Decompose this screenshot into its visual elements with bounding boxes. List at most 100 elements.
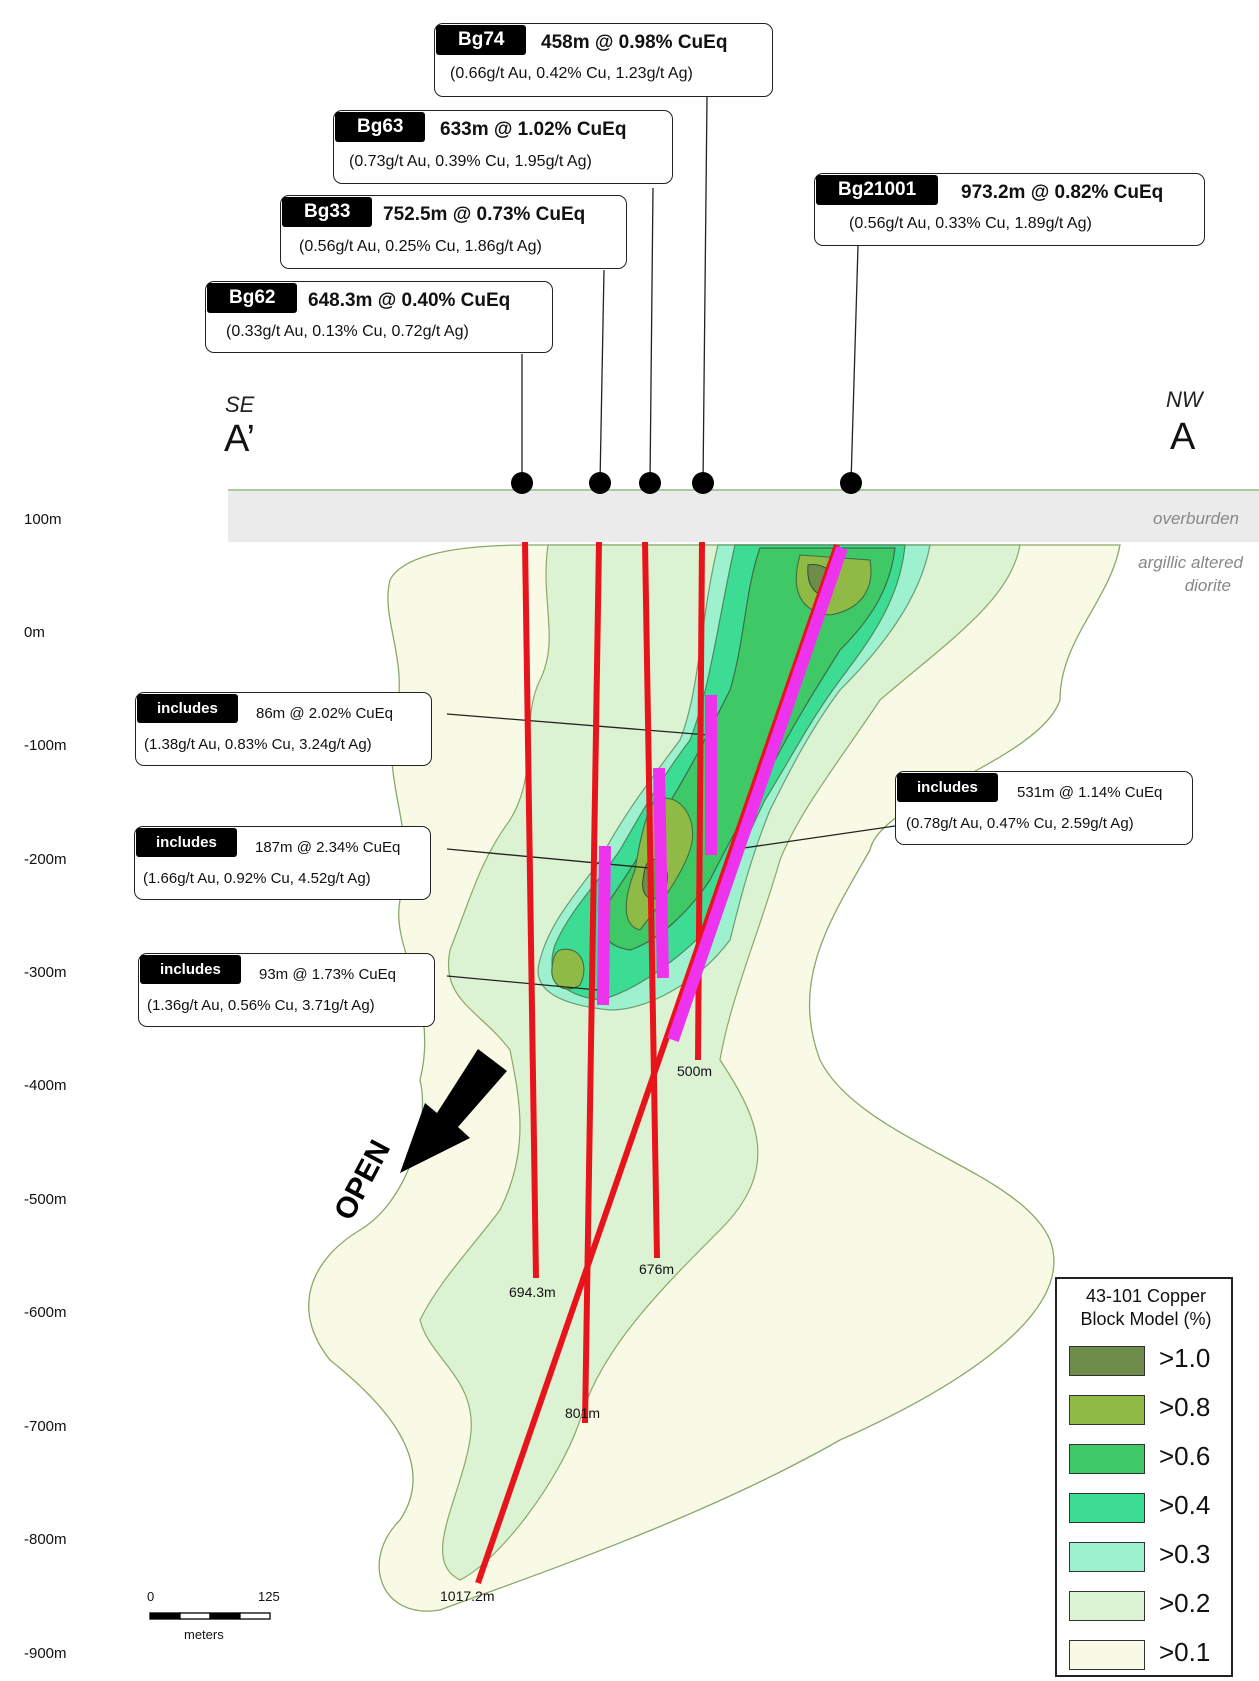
includes-headline-3: 93m @ 1.73% CuEq [259, 966, 396, 983]
leader-bg74 [702, 96, 708, 484]
nw-direction-label: NW [1166, 387, 1203, 412]
includes-tag-4: includes [897, 773, 998, 802]
headline-bg74: 458m @ 0.98% CuEq [541, 32, 728, 53]
shell-0-8 [551, 554, 872, 990]
callout-bg74: Bg74 458m @ 0.98% CuEq (0.66g/t Au, 0.42… [434, 23, 773, 97]
assay-bg33: (0.56g/t Au, 0.25% Cu, 1.86g/t Ag) [299, 238, 542, 255]
assay-bg21001: (0.56g/t Au, 0.33% Cu, 1.89g/t Ag) [849, 215, 1092, 232]
legend-label: >0.4 [1159, 1490, 1211, 1520]
trace-bg21001 [475, 544, 840, 1584]
collar-leaders [521, 96, 859, 484]
legend-item: >0.3 [1069, 1537, 1229, 1577]
legend-label: >0.2 [1159, 1588, 1211, 1618]
end-depth-bg33: 801m [565, 1405, 601, 1421]
leader-bg33 [599, 269, 605, 484]
legend-swatch [1069, 1591, 1145, 1621]
collar-bg21001 [840, 472, 862, 494]
legend-item: >0.6 [1069, 1439, 1229, 1479]
depth-tick: -200m [24, 851, 67, 868]
legend-title-line1: 43-101 Copper [1085, 1286, 1207, 1306]
collar-bg63 [639, 472, 661, 494]
assay-bg62: (0.33g/t Au, 0.13% Cu, 0.72g/t Ag) [226, 323, 469, 340]
depth-tick: -600m [24, 1304, 67, 1321]
host-rock-label-line2: diorite [1184, 576, 1231, 595]
legend-swatch [1069, 1542, 1145, 1572]
leader-bg21001 [850, 245, 859, 484]
depth-tick: -500m [24, 1191, 67, 1208]
overburden-label: overburden [1152, 509, 1239, 528]
assay-bg74: (0.66g/t Au, 0.42% Cu, 1.23g/t Ag) [450, 65, 693, 82]
grade-legend: 43-101 Copper Block Model (%) >1.0 >0.8 >0… [1055, 1277, 1233, 1677]
trace-bg62 [522, 541, 539, 1279]
hole-id-bg62: Bg62 [207, 283, 298, 313]
se-section-marker: A’ [224, 418, 255, 460]
legend-swatch [1069, 1493, 1145, 1523]
callout-bg33: Bg33 752.5m @ 0.73% CuEq (0.56g/t Au, 0.… [280, 195, 627, 269]
hole-id-bg21001: Bg21001 [816, 175, 939, 205]
legend-item: >0.2 [1069, 1586, 1229, 1626]
legend-item: >0.4 [1069, 1488, 1229, 1528]
end-depth-bg74: 500m [677, 1063, 713, 1079]
collar-bg62 [511, 472, 533, 494]
leader-incl-1 [446, 713, 709, 736]
depth-tick: -700m [24, 1418, 67, 1435]
includes-assay-3: (1.36g/t Au, 0.56% Cu, 3.71g/t Ag) [147, 997, 375, 1014]
trace-bg63 [642, 541, 660, 1259]
headline-bg33: 752.5m @ 0.73% CuEq [383, 204, 586, 225]
collar-bg74 [692, 472, 714, 494]
intercept-bg33 [597, 845, 611, 1006]
scale-bar [149, 1612, 271, 1620]
leader-bg63 [649, 187, 654, 484]
leader-incl-4 [729, 825, 896, 851]
open-arrow [400, 1049, 507, 1173]
depth-tick: 100m [24, 511, 62, 528]
callout-includes-3: includes 93m @ 1.73% CuEq (1.36g/t Au, 0… [138, 953, 435, 1027]
includes-headline-1: 86m @ 2.02% CuEq [256, 705, 393, 722]
includes-assay-1: (1.38g/t Au, 0.83% Cu, 3.24g/t Ag) [144, 736, 372, 753]
include-leaders [446, 713, 896, 991]
end-depth-bg21001: 1017.2m [440, 1588, 495, 1604]
host-rock-label-line1: argillic altered [1138, 553, 1243, 572]
callout-includes-1: includes 86m @ 2.02% CuEq (1.38g/t Au, 0… [135, 692, 432, 766]
collar-bg33 [589, 472, 611, 494]
legend-label: >0.6 [1159, 1441, 1211, 1471]
intercept-bg21001 [667, 546, 848, 1042]
scale-end-label: 125 [258, 1589, 280, 1604]
collars [511, 472, 862, 494]
legend-label: >1.0 [1159, 1343, 1211, 1373]
depth-tick: -300m [24, 964, 67, 981]
legend-label: >0.8 [1159, 1392, 1211, 1422]
callout-bg63: Bg63 633m @ 1.02% CuEq (0.73g/t Au, 0.39… [333, 110, 673, 184]
scale-start-label: 0 [147, 1589, 155, 1604]
depth-tick: -800m [24, 1531, 67, 1548]
legend-swatch [1069, 1346, 1145, 1376]
hole-id-bg74: Bg74 [436, 25, 527, 55]
includes-headline-2: 187m @ 2.34% CuEq [255, 839, 401, 856]
trace-bg33 [582, 541, 602, 1424]
depth-tick: -400m [24, 1077, 67, 1094]
legend-label: >0.1 [1159, 1637, 1211, 1667]
includes-tag-2: includes [136, 828, 237, 857]
callout-includes-2: includes 187m @ 2.34% CuEq (1.66g/t Au, … [134, 826, 431, 900]
includes-tag-3: includes [140, 955, 241, 984]
intercept-bars [597, 546, 848, 1042]
includes-assay-4: (0.78g/t Au, 0.47% Cu, 2.59g/t Ag) [906, 815, 1134, 832]
headline-bg62: 648.3m @ 0.40% CuEq [308, 290, 511, 311]
depth-tick: -100m [24, 737, 67, 754]
headline-bg63: 633m @ 1.02% CuEq [440, 119, 627, 140]
hole-id-bg63: Bg63 [335, 112, 426, 142]
includes-headline-4: 531m @ 1.14% CuEq [1017, 784, 1163, 801]
depth-tick: 0m [24, 624, 45, 641]
callout-bg21001: Bg21001 973.2m @ 0.82% CuEq (0.56g/t Au,… [814, 173, 1205, 246]
legend-title: 43-101 Copper Block Model (%) [1057, 1285, 1235, 1331]
legend-item: >0.8 [1069, 1390, 1229, 1430]
legend-swatch [1069, 1395, 1145, 1425]
callout-includes-4: includes 531m @ 1.14% CuEq (0.78g/t Au, … [895, 771, 1193, 845]
intercept-bg63 [653, 767, 669, 979]
end-depth-bg62: 694.3m [509, 1284, 556, 1300]
legend-title-line2: Block Model (%) [1080, 1309, 1212, 1329]
includes-tag-1: includes [137, 694, 238, 723]
legend-swatch [1069, 1640, 1145, 1670]
